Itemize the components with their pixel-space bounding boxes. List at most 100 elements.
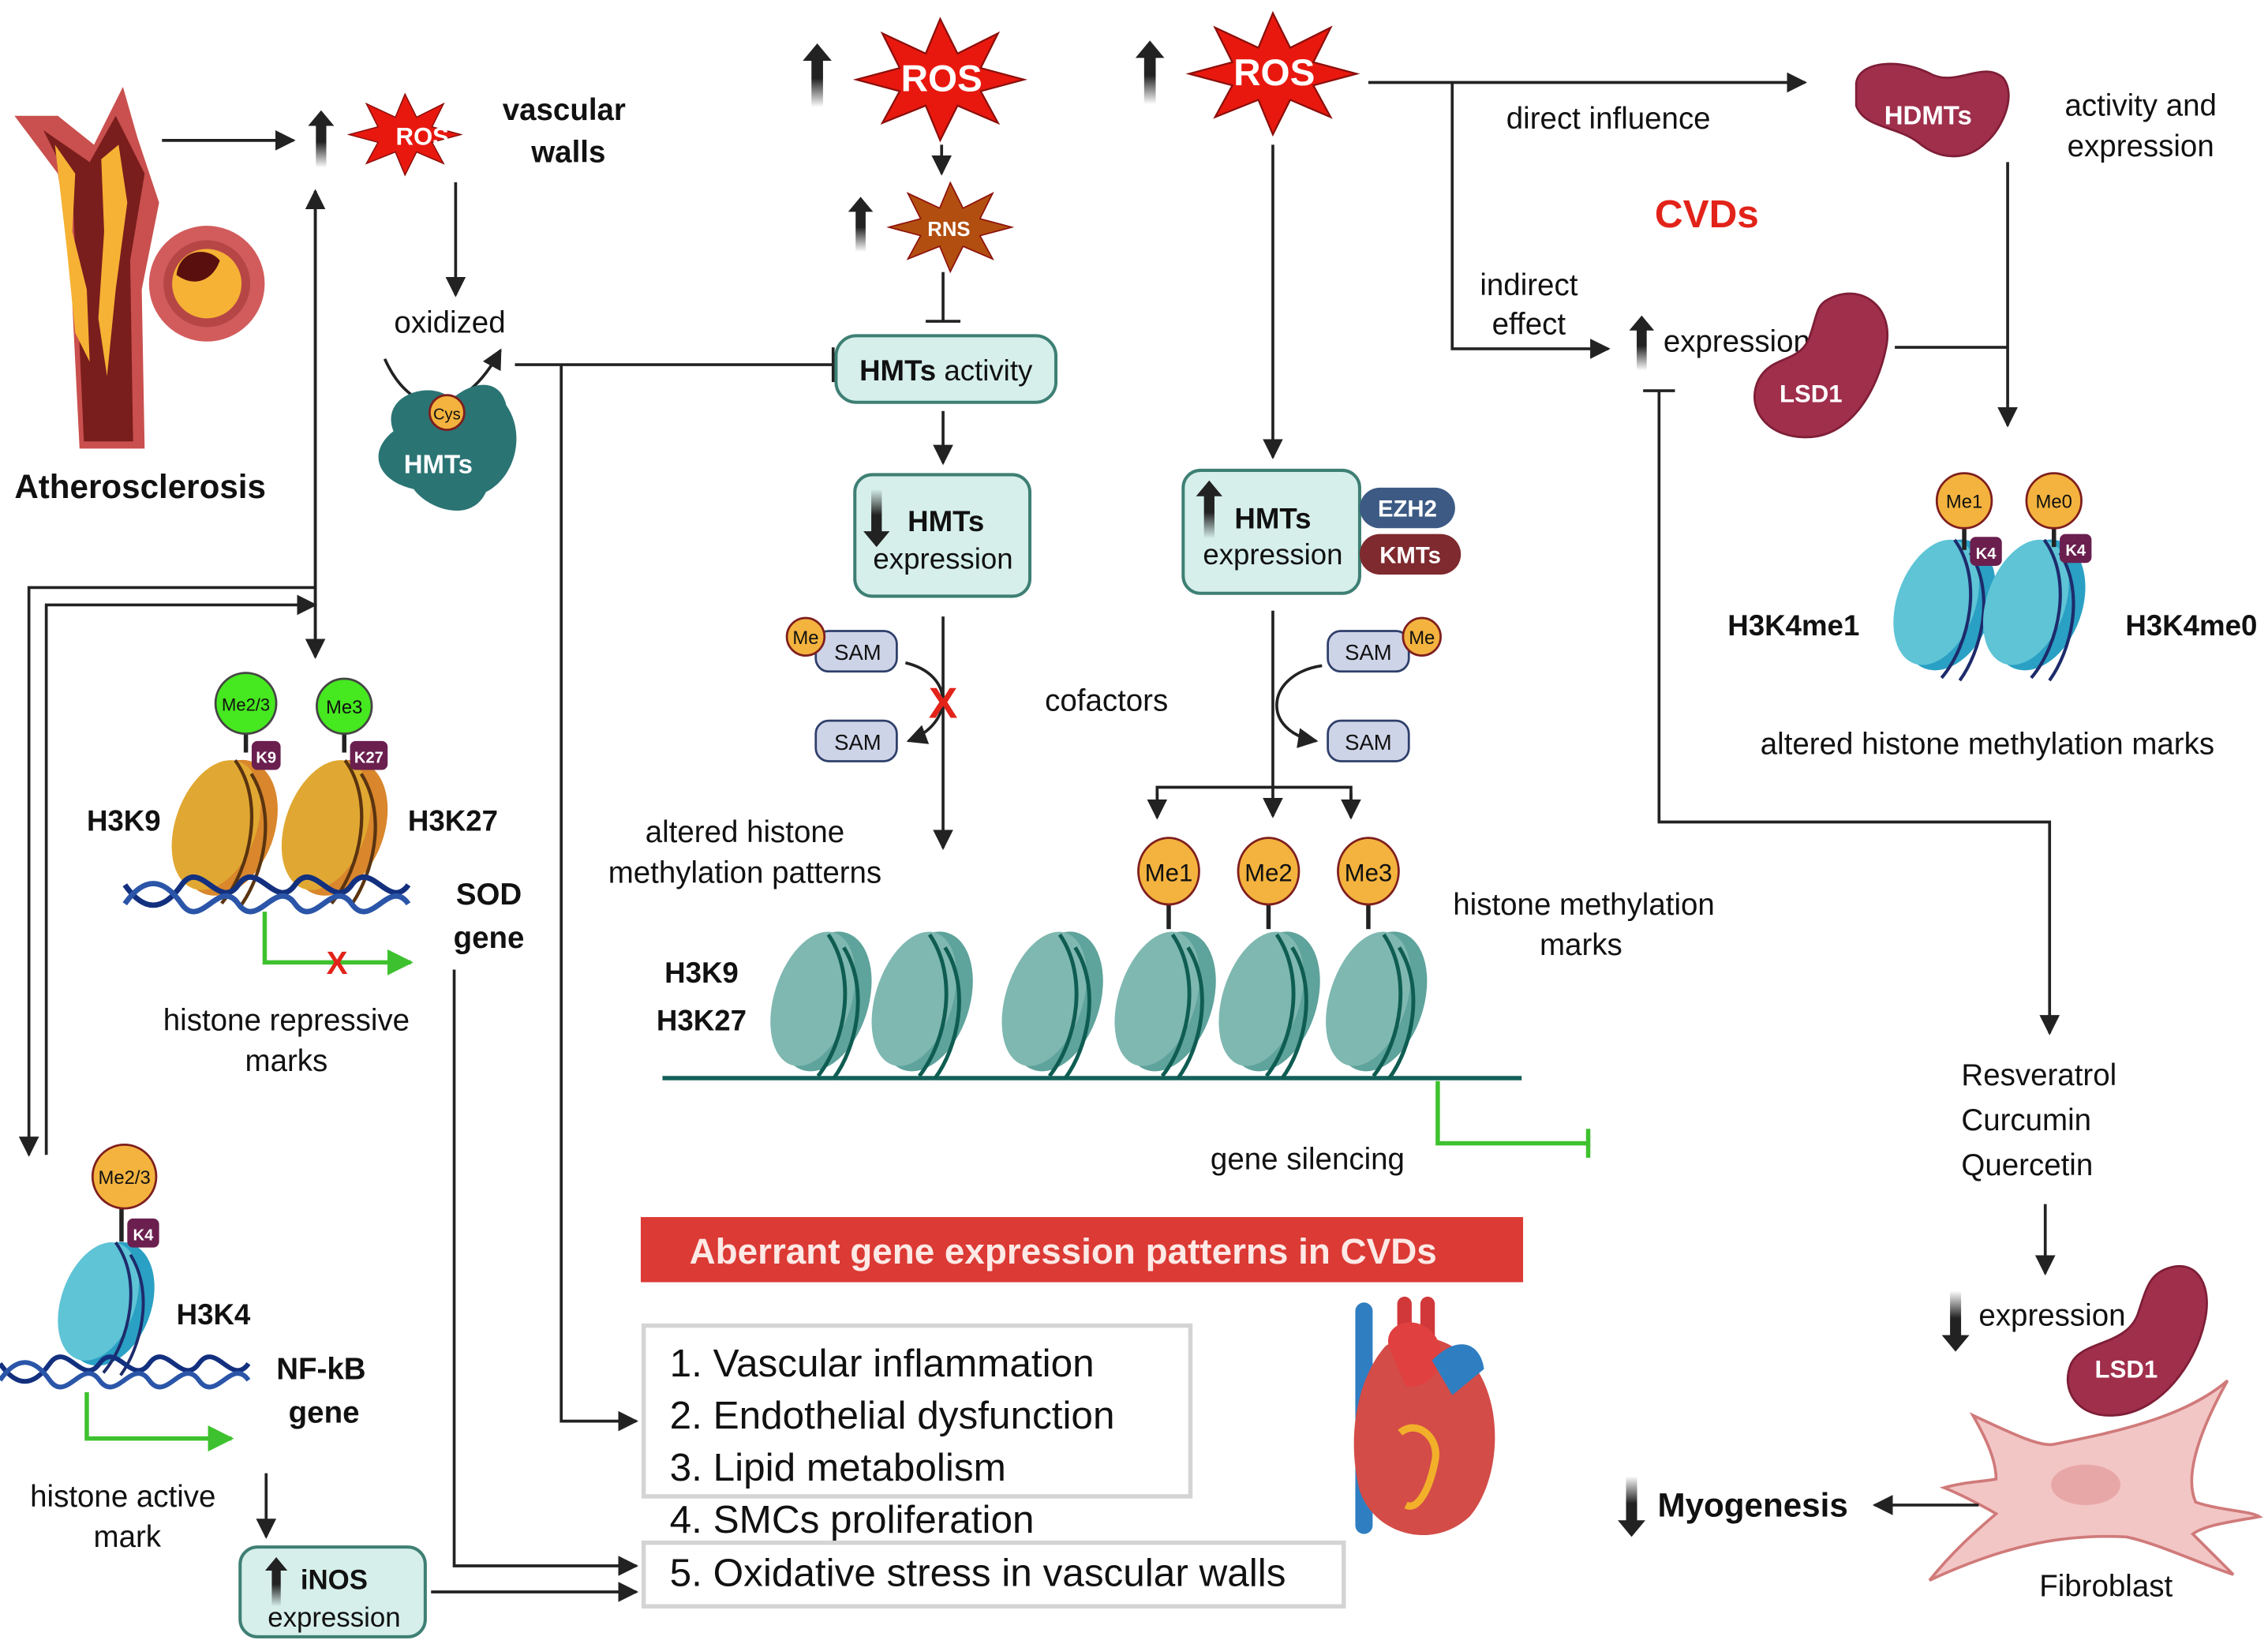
lysine-k4-me1 [1970, 537, 2002, 566]
outcome-item-4: 4. SMCs proliferation [670, 1498, 1035, 1541]
hmts-up-subtitle: expression [1203, 538, 1342, 571]
rns-label: RNS [927, 219, 970, 241]
nfkb-gene-line2: gene [289, 1395, 360, 1429]
nucleosome [1310, 919, 1443, 1084]
cvds-label: CVDs [1655, 193, 1759, 236]
arrow-to-active-mark [18, 586, 316, 1157]
myogenesis-label: Myogenesis [1658, 1487, 1848, 1524]
repressive-nucleosomes [155, 672, 405, 910]
mark-me3-label: Me3 [1345, 859, 1393, 887]
nfkb-transcription-arrow [84, 1391, 234, 1452]
direct-influence-label: direct influence [1506, 102, 1711, 136]
increase-arrow-icon [1629, 315, 1655, 371]
indirect-effect-line1: indirect [1480, 268, 1577, 302]
h3k4me1-label: H3K4me1 [1727, 609, 1859, 642]
fibroblast-nucleus-icon [2051, 1464, 2121, 1505]
sam-transfer-arrow-right [1275, 664, 1323, 748]
sam-label-bottom: SAM [834, 730, 881, 755]
cys-label: Cys [433, 406, 461, 424]
ezh2-label: EZH2 [1378, 496, 1437, 522]
mark-me1 [1137, 837, 1200, 906]
hmts-up-title: HMTs [1234, 502, 1311, 534]
mark-me23-green [214, 672, 278, 736]
lysine-k9-label: K9 [256, 749, 276, 766]
nucleosome-h3k9 [155, 746, 295, 909]
heart-illustration [1353, 1296, 1495, 1536]
gene-silencing-inhibit-arrow [1435, 1080, 1589, 1146]
altered-patterns-line1: altered histone [646, 815, 844, 849]
methyl-group-icon [785, 616, 826, 657]
indirect-effect-line2: effect [1492, 308, 1566, 342]
h3k4-label: H3K4 [177, 1298, 251, 1331]
lysine-k9 [251, 740, 281, 770]
ros-label-center-left: ROS [901, 58, 982, 100]
mark-me3-green [316, 677, 373, 736]
altered-marks-caption: altered histone methylation marks [1761, 727, 2214, 761]
mark-me2-label: Me2 [1244, 859, 1293, 887]
sod-gene-line2: gene [454, 921, 525, 955]
active-mark-label: Me2/3 [99, 1167, 151, 1189]
compound-quercetin: Quercetin [1961, 1148, 2093, 1182]
active-caption-line1: histone active [30, 1480, 215, 1514]
hmts-activity-box [834, 334, 1058, 404]
chromatin-h3k9-label: H3K9 [664, 957, 739, 989]
mark-me3 [1337, 837, 1400, 906]
compound-resveratrol: Resveratrol [1961, 1058, 2116, 1092]
activity-expression-line2: expression [2068, 129, 2214, 163]
active-caption-line2: mark [94, 1520, 162, 1554]
atherosclerosis-illustration [14, 87, 265, 449]
arrow-to-compounds [1657, 391, 2060, 1035]
increase-arrow-icon [1135, 40, 1165, 105]
lsd1-expression-label: expression [1664, 325, 1810, 359]
lysine-k4-me0 [2060, 534, 2092, 564]
oxidized-label: oxidized [394, 306, 505, 340]
sam-label-bottom-right: SAM [1345, 730, 1392, 755]
hmts-down-title: HMTs [908, 505, 984, 537]
h3k27-label: H3K27 [408, 804, 498, 837]
sam-me-label: Me [792, 627, 818, 649]
mark-me1-right [1935, 472, 1993, 530]
fibroblast-label: Fibroblast [2039, 1569, 2173, 1603]
mark-me1-right-label: Me1 [1946, 492, 1982, 513]
sam-label-top-right: SAM [1345, 640, 1392, 665]
ros-label-left: ROS [395, 122, 449, 150]
hmts-protein-icon [378, 384, 517, 511]
hmts-activity-label: HMTs activity [859, 354, 1033, 387]
ros-label-center-right: ROS [1233, 52, 1315, 94]
ezh2-badge [1359, 487, 1455, 529]
vascular-walls-line2: walls [530, 135, 605, 169]
chromatin-h3k27-label: H3K27 [657, 1005, 747, 1037]
marks-caption-line2: marks [1540, 928, 1622, 962]
atherosclerosis-label: Atherosclerosis [14, 468, 266, 505]
repressive-caption-line1: histone repressive [163, 1004, 410, 1038]
sod-gene-line1: SOD [456, 878, 522, 912]
h3k4me0-label: H3K4me0 [2125, 609, 2257, 642]
outcome-item-1: 1. Vascular inflammation [670, 1342, 1095, 1385]
cofactors-label: cofactors [1045, 683, 1168, 717]
gene-silencing-label: gene silencing [1211, 1143, 1405, 1177]
decrease-arrow-icon [1618, 1476, 1646, 1537]
kmts-label: KMTs [1379, 542, 1441, 568]
branch-line [1155, 785, 1353, 815]
mark-me3-label: Me3 [326, 697, 362, 718]
repressive-caption-line2: marks [245, 1044, 328, 1078]
h3k9-label: H3K9 [87, 804, 161, 837]
sam-me-label-right: Me [1409, 627, 1435, 649]
blocked-transfer-x-icon: X [929, 678, 958, 727]
increase-arrow-icon [848, 197, 874, 253]
nucleosome [1203, 919, 1337, 1084]
nucleosome [856, 919, 990, 1084]
outcome-item-3: 3. Lipid metabolism [670, 1446, 1006, 1489]
hmts-down-subtitle: expression [873, 543, 1012, 575]
mark-me1-label: Me1 [1145, 859, 1193, 887]
hdmts-label: HDMTs [1884, 101, 1972, 130]
lysine-k4-me1-label: K4 [1976, 545, 1997, 563]
outcomes-banner [640, 1217, 1524, 1283]
down-expression-label: expression [1978, 1299, 2125, 1333]
nfkb-gene-line1: NF-kB [276, 1352, 365, 1386]
kmts-badge [1359, 534, 1461, 575]
sam-label-top: SAM [834, 640, 881, 665]
hmts-protein-label: HMTs [404, 450, 473, 479]
mark-me23-orange [91, 1144, 158, 1210]
